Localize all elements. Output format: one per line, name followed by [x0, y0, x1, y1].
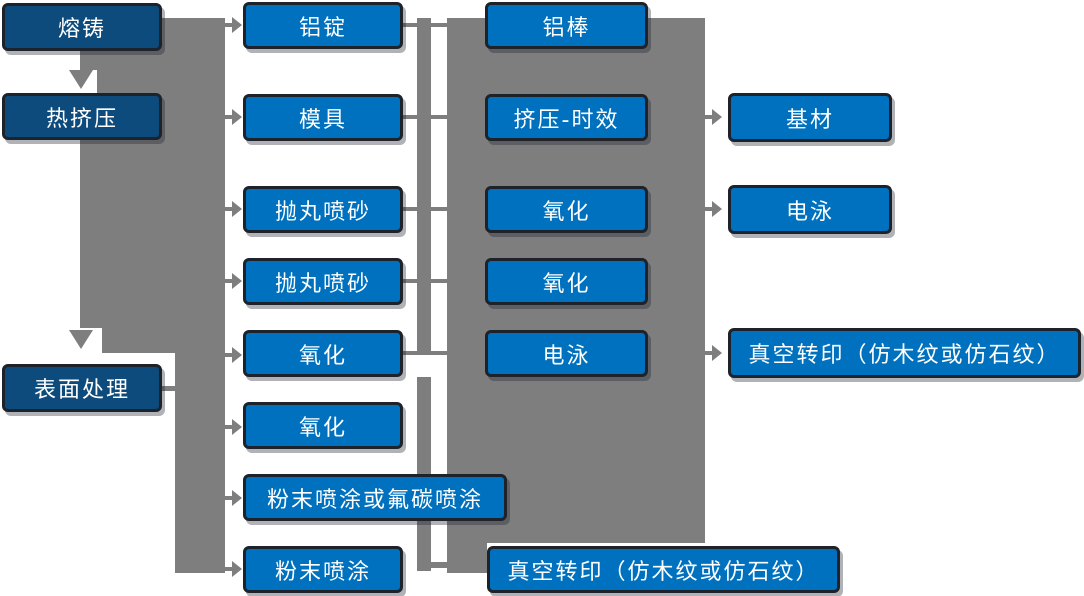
arrow-shaft-col4-row2: [705, 115, 712, 119]
down-arrowhead-to-hot-extrusion: [69, 70, 93, 89]
node-extrusion-aging: 挤压-时效: [485, 94, 648, 141]
node-oxidation-3: 氧化: [485, 186, 648, 233]
node-electrophoresis-2: 电泳: [728, 185, 892, 234]
node-aluminum-rod: 铝棒: [485, 2, 648, 49]
right-arrowhead-col4-row2: [712, 109, 722, 125]
node-shot-blasting-2: 抛丸喷砂: [243, 258, 403, 305]
connector-stage-blob-gap-upper: [80, 51, 225, 70]
right-arrowhead-col2-row7: [232, 490, 242, 506]
connector-stub-row3: [402, 207, 447, 211]
node-oxidation-1: 氧化: [243, 330, 403, 377]
node-surface-treatment: 表面处理: [2, 364, 162, 412]
arrow-shaft-col2-row1: [225, 23, 232, 27]
arrow-shaft-col4-row3: [705, 207, 712, 211]
right-arrowhead-col4-row3: [712, 201, 722, 217]
node-powder-coating: 粉末喷涂: [243, 546, 403, 593]
right-arrowhead-col2-row8: [232, 561, 242, 577]
right-arrowhead-col2-row3: [232, 201, 242, 217]
right-arrowhead-col2-row4: [232, 273, 242, 289]
connector-stage-blob-bottom-right: [102, 328, 225, 353]
arrow-shaft-col2-row5: [225, 353, 232, 357]
right-arrowhead-col2-row1: [232, 17, 242, 33]
arrow-shaft-col2-row2: [225, 115, 232, 119]
node-base-material: 基材: [728, 93, 892, 142]
arrow-shaft-col4-row5: [705, 351, 712, 355]
node-hot-extrusion: 热挤压: [2, 93, 162, 140]
arrow-shaft-col2-row8: [225, 567, 232, 571]
arrow-shaft-col2-row4: [225, 279, 232, 283]
connector-mid-bus-upper: [417, 18, 431, 353]
connector-stub-row5: [402, 351, 447, 355]
right-arrowhead-col2-row5: [232, 347, 242, 363]
node-oxidation-4: 氧化: [485, 258, 648, 305]
arrow-shaft-col2-row7: [225, 496, 232, 500]
right-arrowhead-col4-row5: [712, 345, 722, 361]
node-vacuum-transfer-print-right: 真空转印（仿木纹或仿石纹）: [728, 328, 1081, 378]
arrow-shaft-col2-row3: [225, 207, 232, 211]
down-arrowhead-to-surface-treatment: [69, 330, 93, 349]
connector-stage-blob-gap-lower: [97, 70, 225, 93]
node-oxidation-2: 氧化: [243, 402, 403, 449]
node-shot-blasting-1: 抛丸喷砂: [243, 186, 403, 233]
node-melting-casting: 熔铸: [2, 3, 162, 51]
connector-surface-treatment-stub: [162, 386, 176, 391]
node-mold: 模具: [243, 94, 403, 141]
node-aluminum-ingot: 铝锭: [243, 2, 403, 49]
node-electrophoresis-1: 电泳: [485, 330, 648, 377]
right-arrowhead-col2-row6: [232, 419, 242, 435]
connector-col3-block-sliver: [447, 543, 487, 573]
arrow-shaft-col2-row6: [225, 425, 232, 429]
right-arrowhead-col2-row2: [232, 109, 242, 125]
connector-stub-row2: [402, 115, 447, 119]
connector-stub-row4: [402, 279, 447, 283]
connector-stub-row1: [402, 23, 447, 27]
node-vacuum-transfer-print-bottom: 真空转印（仿木纹或仿石纹）: [487, 546, 840, 593]
connector-trunk-lower: [175, 353, 225, 573]
node-powder-or-fluorocarbon-coating: 粉末喷涂或氟碳喷涂: [243, 474, 507, 521]
